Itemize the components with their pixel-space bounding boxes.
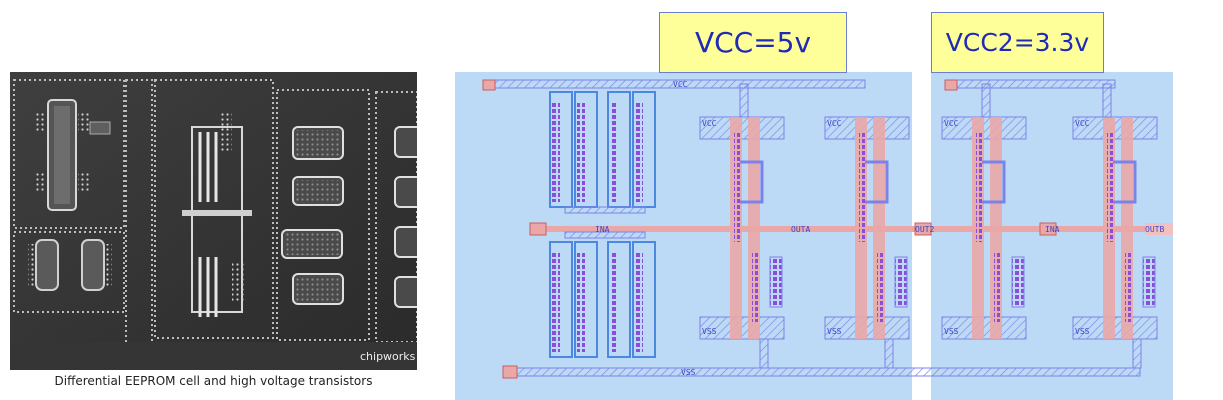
label-vcc-tap-3: VCC [944,119,959,128]
vcc2-3v3-label: VCC2=3.3v [931,12,1104,73]
label-out: OUTB [1145,225,1164,234]
label-vss-tap-3: VSS [944,327,959,336]
level-shifter-layout: VCC VSS INA OUTA OUT2 INA OUTB VCC VCC V… [455,72,1173,400]
vcc2-rail [944,79,1116,89]
vss-rail [509,367,1141,377]
die-micrograph [10,72,417,370]
label-second-in: INA [1045,225,1060,234]
chipworks-watermark: chipworks [360,350,416,363]
shifter-cells [699,83,1158,369]
label-vss-tap-1: VSS [702,327,717,336]
label-in: INA [595,225,610,234]
signal-poly [533,226,1173,232]
label-vcc-tap-1: VCC [702,119,717,128]
label-mid: OUTA [791,225,810,234]
micrograph-caption: Differential EEPROM cell and high voltag… [54,374,373,388]
label-vss-tap-2: VSS [827,327,842,336]
label-vcc-tap-2: VCC [827,119,842,128]
input-transistor-columns [549,91,656,358]
label-vss-tap-4: VSS [1075,327,1090,336]
label-vcc-tap-4: VCC [1075,119,1090,128]
label-cross: OUT2 [915,225,934,234]
label-vss-rail: VSS [681,368,696,377]
vcc-5v-label: VCC=5v [659,12,847,73]
label-vcc-rail: VCC [673,80,688,89]
